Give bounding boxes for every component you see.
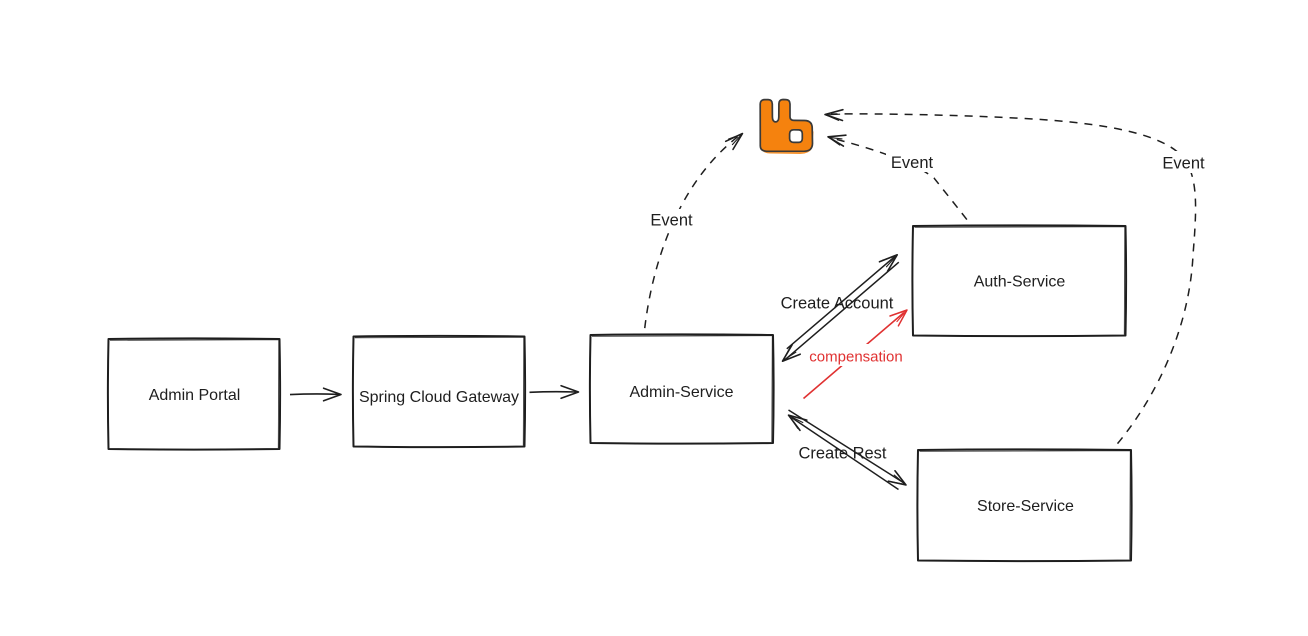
svg-text:Spring Cloud Gateway: Spring Cloud Gateway	[359, 389, 519, 406]
svg-text:Event: Event	[650, 212, 693, 230]
svg-text:Admin Portal: Admin Portal	[149, 387, 241, 404]
svg-text:Store-Service: Store-Service	[977, 498, 1074, 515]
svg-text:compensation: compensation	[809, 349, 902, 366]
svg-text:Create Account: Create Account	[781, 295, 894, 313]
svg-text:Auth-Service: Auth-Service	[974, 274, 1066, 291]
svg-text:Create Rest: Create Rest	[798, 445, 886, 463]
svg-text:Event: Event	[891, 154, 934, 172]
svg-text:Event: Event	[1162, 155, 1205, 173]
svg-text:Admin-Service: Admin-Service	[629, 384, 733, 401]
